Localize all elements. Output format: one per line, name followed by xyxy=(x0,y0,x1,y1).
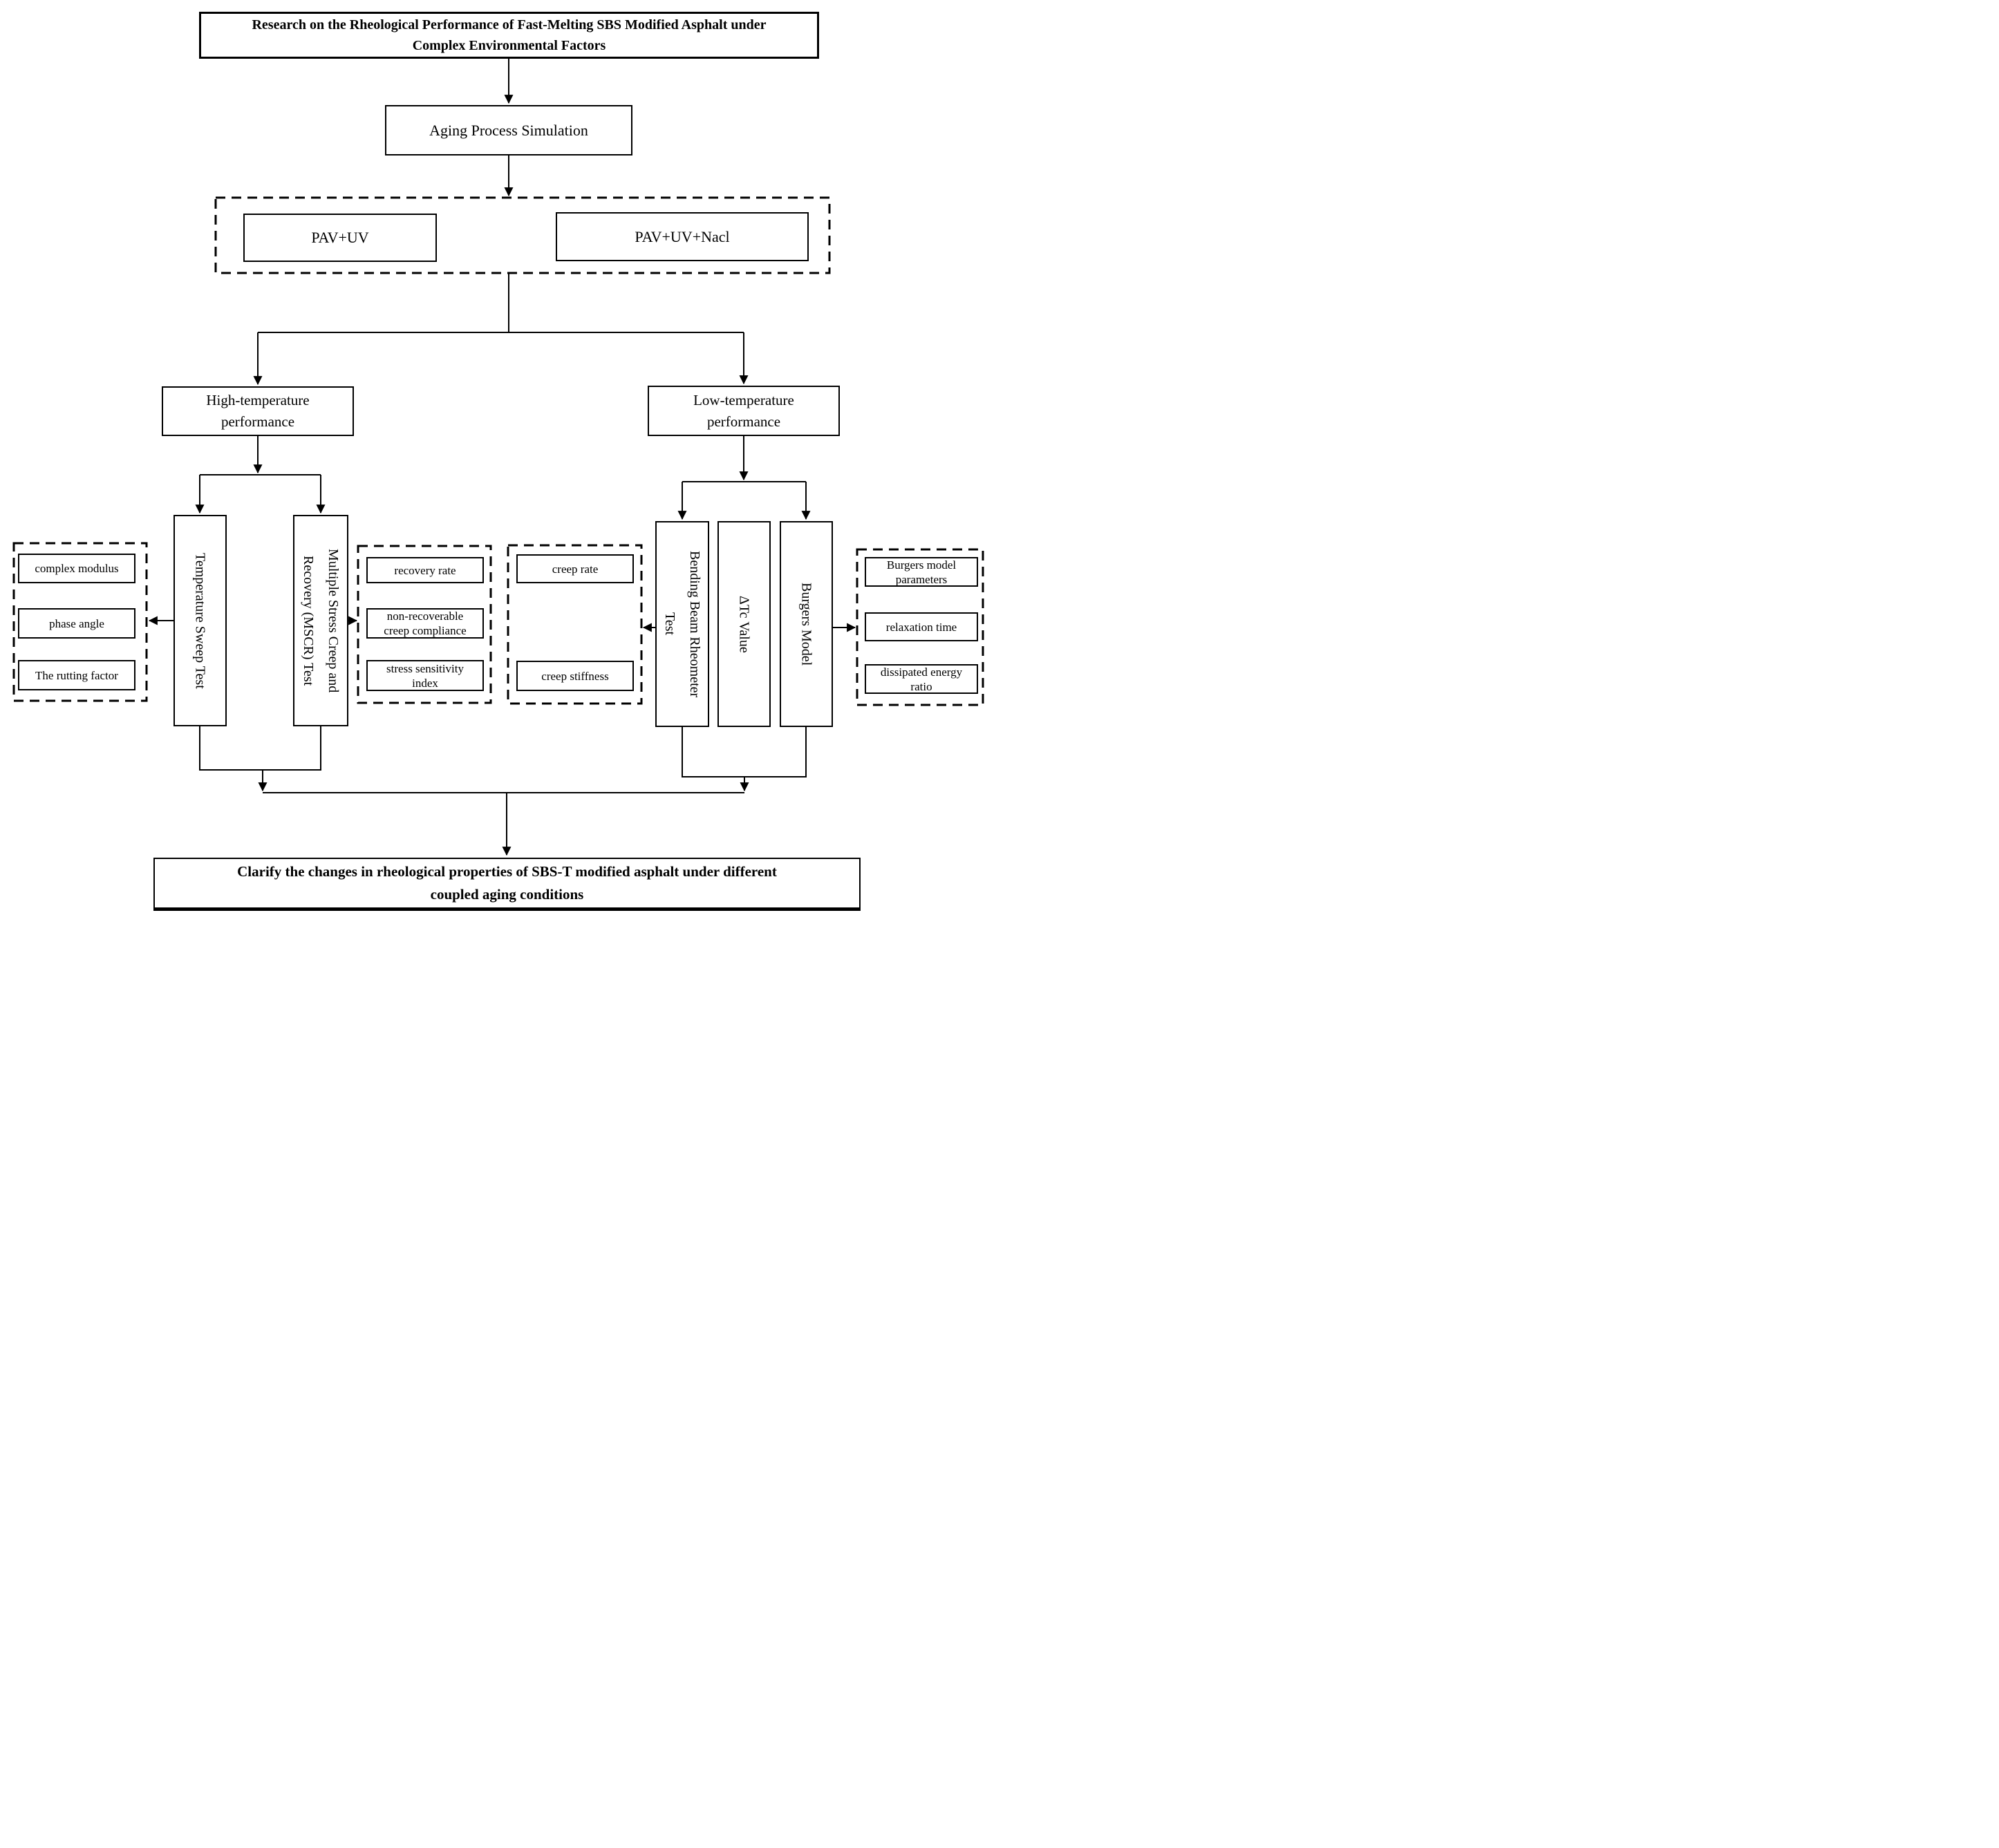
recovery-rate-label: recovery rate xyxy=(394,563,456,577)
ssi-line1: stress sensitivity xyxy=(386,661,464,675)
creep-rate-label: creep rate xyxy=(552,562,599,576)
bmp-line1: Burgers model xyxy=(886,558,957,572)
temperature-sweep-test-box: Temperature Sweep Test xyxy=(173,515,227,726)
delta-tc-value-box: ΔTc Value xyxy=(717,521,771,727)
research-title-line1: Research on the Rheological Performance … xyxy=(252,17,767,32)
aging-methods-group-outline xyxy=(214,196,831,274)
der-line2: ratio xyxy=(910,679,932,693)
mscr-test-line2: Recovery (MSCR) Test xyxy=(301,555,316,686)
flow-connectors xyxy=(12,59,984,856)
aging-process-label: Aging Process Simulation xyxy=(429,121,588,139)
bending-beam-rheometer-line1: Bending Beam Rheometer xyxy=(687,550,702,698)
flowchart-canvas: Research on the Rheological Performance … xyxy=(0,0,1000,924)
relaxation-time-label: relaxation time xyxy=(885,620,957,634)
der-line1: dissipated energy xyxy=(880,665,963,679)
conclusion-line1: Clarify the changes in rheological prope… xyxy=(237,863,777,880)
bmp-line2: parameters xyxy=(895,572,948,586)
mscr-outputs-group-outline xyxy=(357,545,492,704)
rutting-factor-box: The rutting factor xyxy=(18,660,135,690)
complex-modulus-label: complex modulus xyxy=(35,562,119,575)
aging-process-box: Aging Process Simulation xyxy=(385,105,632,155)
bending-beam-rheometer-line2: Test xyxy=(662,612,677,636)
dissipated-energy-ratio-box: dissipated energy ratio xyxy=(865,664,978,694)
high-temperature-line2: performance xyxy=(220,413,295,430)
delta-tc-value-label: ΔTc Value xyxy=(736,595,752,653)
pav-uv-nacl-label: PAV+UV+Nacl xyxy=(635,227,730,245)
high-temperature-box: High-temperature performance xyxy=(162,386,354,436)
low-temperature-line2: performance xyxy=(706,413,781,430)
temperature-sweep-test-label: Temperature Sweep Test xyxy=(192,552,208,689)
pav-uv-box: PAV+UV xyxy=(243,214,437,262)
bbr-outputs-group-outline xyxy=(507,544,643,705)
line-merge-right xyxy=(682,727,807,777)
mscr-test-line1: Multiple Stress Creep and xyxy=(326,548,341,693)
high-temperature-line1: High-temperature xyxy=(206,392,310,408)
creep-stiffness-label: creep stiffness xyxy=(541,669,609,683)
burgers-model-label: Burgers Model xyxy=(798,582,814,666)
bending-beam-rheometer-box: Bending Beam Rheometer Test xyxy=(655,521,709,727)
creep-rate-box: creep rate xyxy=(516,554,634,583)
nrcc-line1: non-recoverable xyxy=(386,610,464,623)
nrcc-line2: creep compliance xyxy=(384,624,467,637)
creep-stiffness-box: creep stiffness xyxy=(516,661,634,691)
pav-uv-nacl-box: PAV+UV+Nacl xyxy=(556,212,809,261)
recovery-rate-box: recovery rate xyxy=(366,557,484,583)
burgers-outputs-group-outline xyxy=(856,548,984,706)
phase-angle-box: phase angle xyxy=(18,608,135,639)
burgers-model-parameters-box: Burgers model parameters xyxy=(865,557,978,587)
pav-uv-label: PAV+UV xyxy=(311,229,369,246)
line-merge-left xyxy=(199,726,321,771)
tst-outputs-group-outline xyxy=(12,542,148,702)
conclusion-line2: coupled aging conditions xyxy=(430,886,584,903)
rutting-factor-label: The rutting factor xyxy=(35,668,118,682)
research-title-line2: Complex Environmental Factors xyxy=(412,38,606,53)
complex-modulus-box: complex modulus xyxy=(18,554,135,583)
ssi-line2: index xyxy=(412,676,438,690)
low-temperature-line1: Low-temperature xyxy=(693,391,794,408)
burgers-model-box: Burgers Model xyxy=(780,521,833,727)
mscr-test-box: Multiple Stress Creep and Recovery (MSCR… xyxy=(293,515,348,726)
low-temperature-box: Low-temperature performance xyxy=(648,386,840,436)
phase-angle-label: phase angle xyxy=(49,616,104,630)
non-recoverable-creep-compliance-box: non-recoverable creep compliance xyxy=(366,608,484,639)
relaxation-time-box: relaxation time xyxy=(865,612,978,641)
conclusion-box: Clarify the changes in rheological prope… xyxy=(153,858,861,911)
stress-sensitivity-index-box: stress sensitivity index xyxy=(366,660,484,691)
research-title-box: Research on the Rheological Performance … xyxy=(199,12,819,59)
